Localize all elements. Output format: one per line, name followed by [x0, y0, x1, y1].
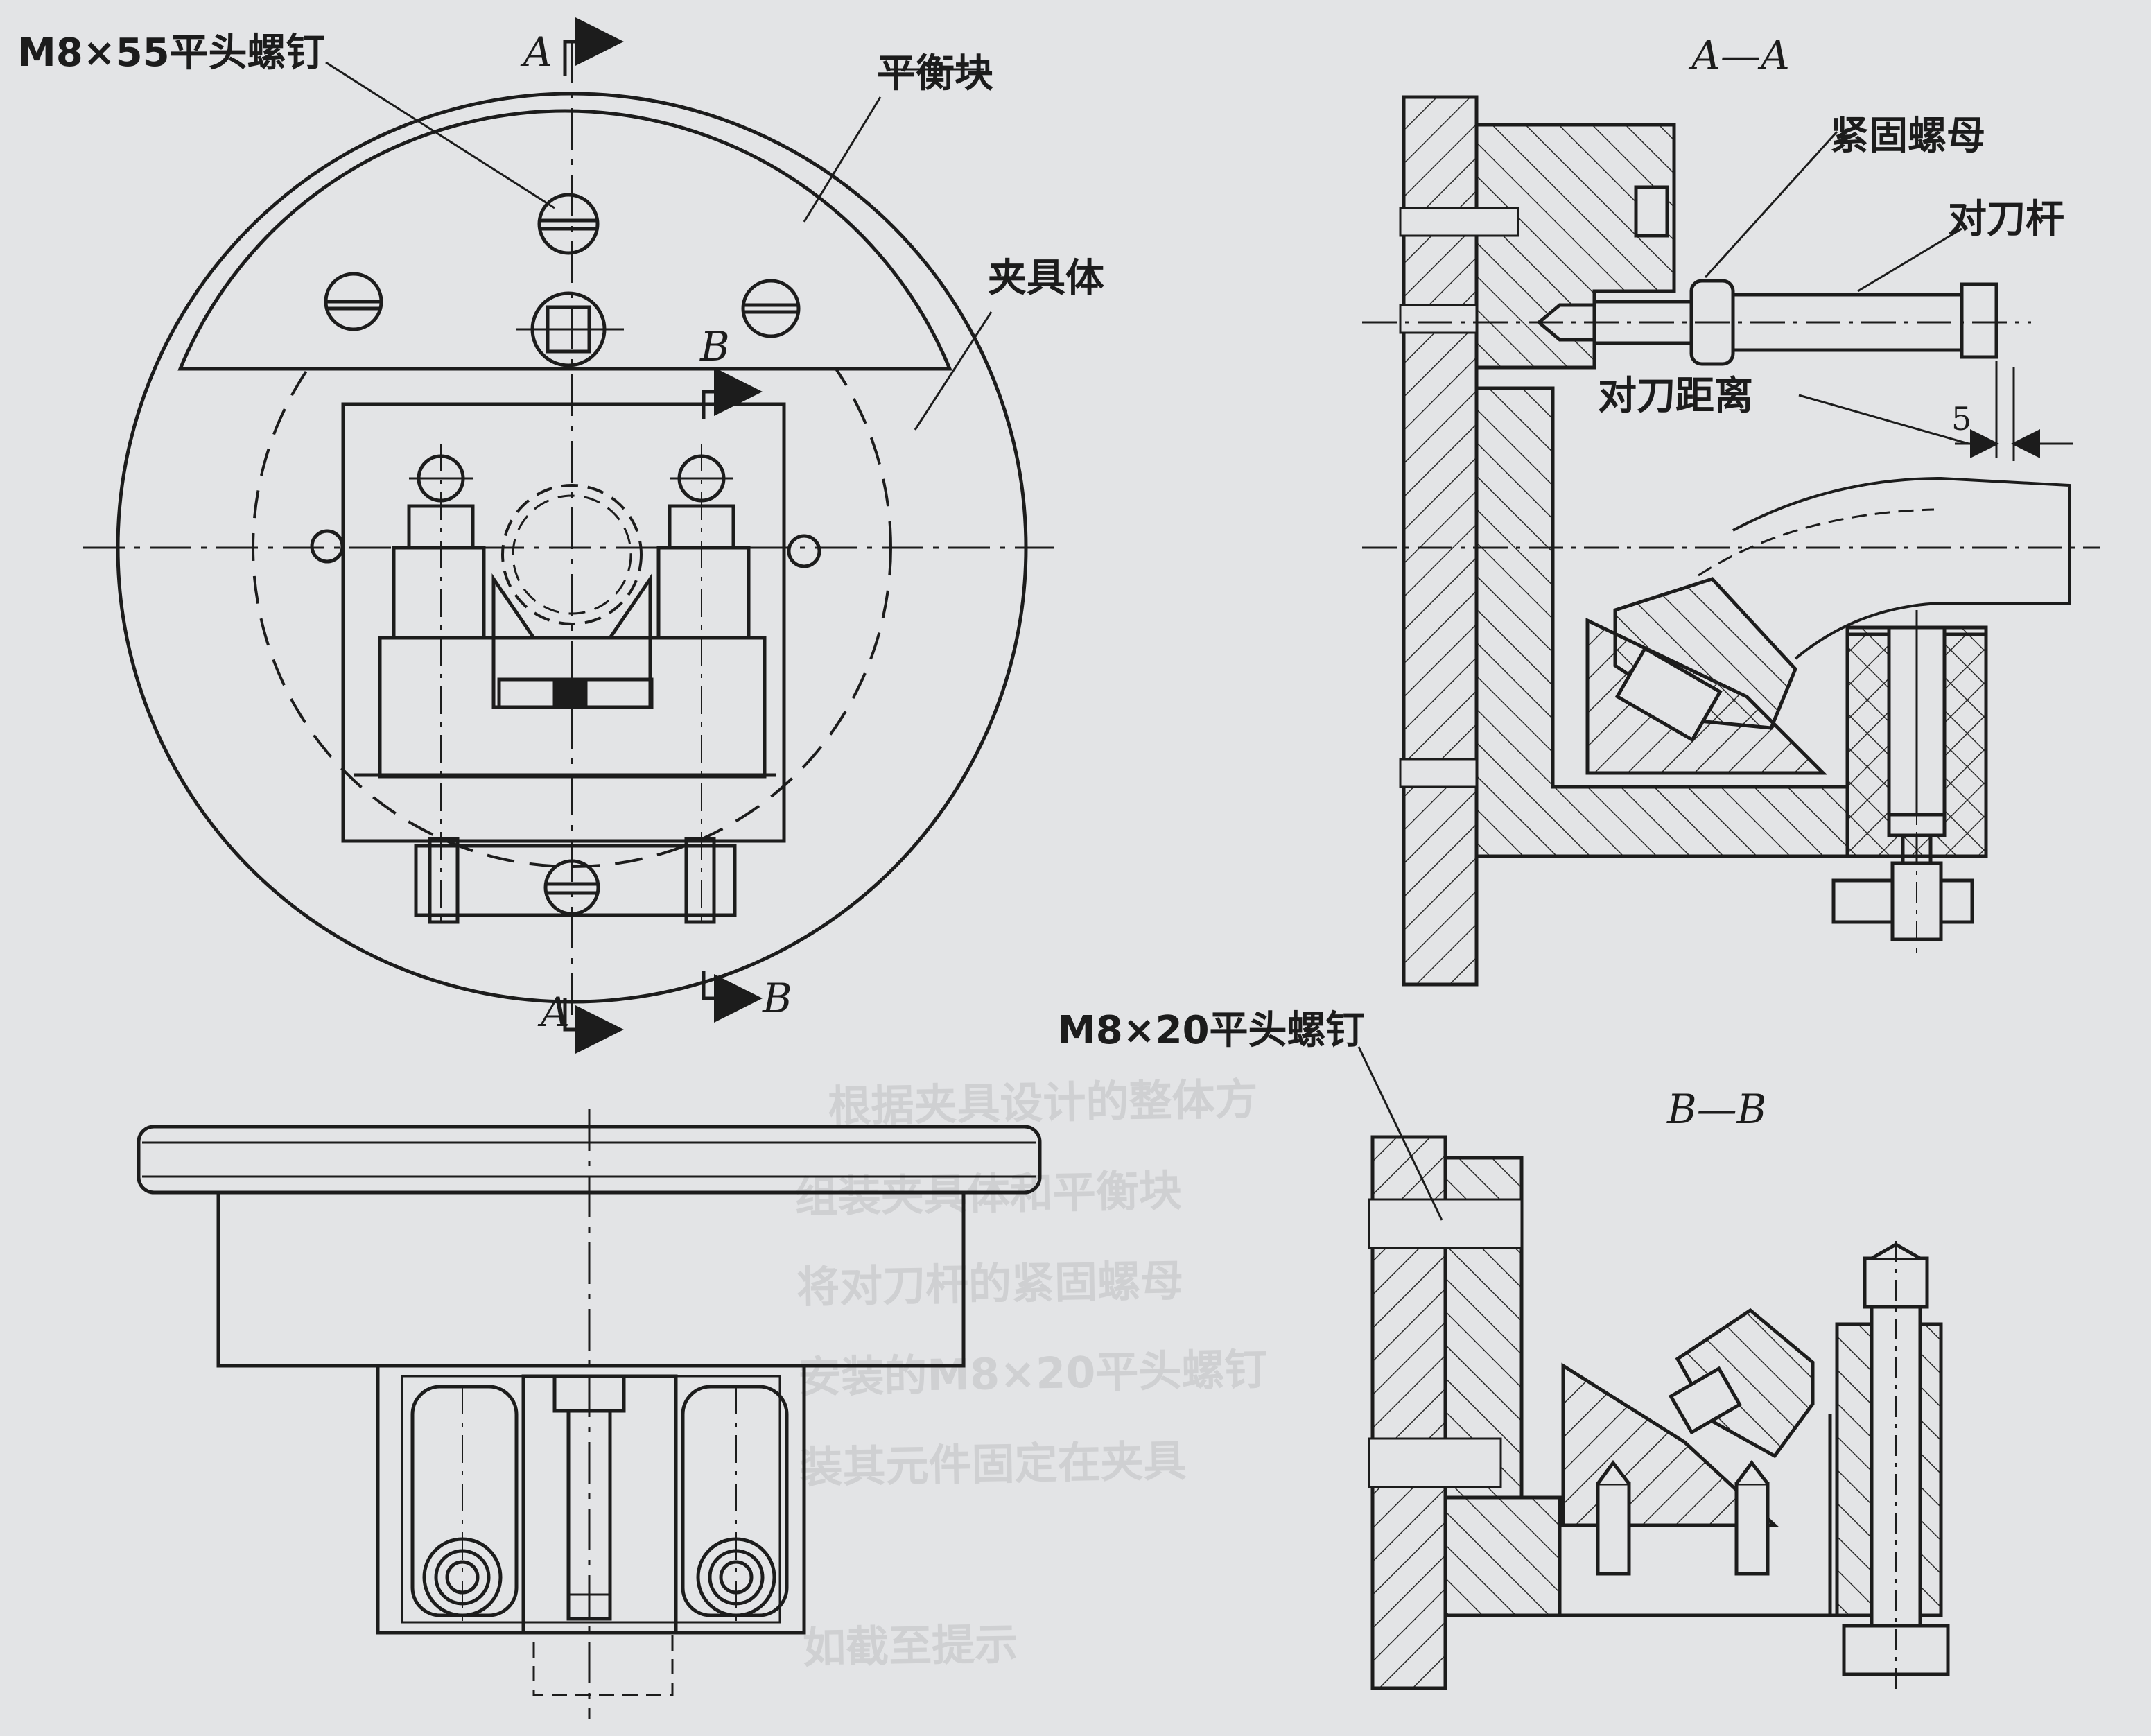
square-head-screw [516, 291, 624, 367]
bleed-line-4: 安装的M8×20平头螺钉 [798, 1344, 1268, 1403]
section-mark-a-bottom: A [537, 989, 570, 1036]
bleed-line-6: 如截至提示 [803, 1619, 1018, 1673]
locator-pin-left [310, 529, 345, 564]
aa-workpiece-tube [1732, 476, 2071, 660]
label-setting-distance: 对刀距离 [1598, 374, 1753, 419]
label-setting-bar: 对刀杆 [1948, 197, 2064, 242]
plan-view [137, 1109, 1042, 1719]
front-view [83, 17, 1054, 1054]
label-m8x55-screw: M8×55平头螺钉 [17, 31, 325, 76]
workpiece-phantom [501, 484, 643, 625]
section-mark-b-bottom: B [762, 975, 792, 1022]
section-aa-view [1362, 95, 2100, 987]
aa-balance-block [1474, 123, 1676, 370]
slot-screw-top [537, 193, 600, 255]
label-balance-block: 平衡块 [877, 51, 993, 96]
label-lock-nut: 紧固螺母 [1830, 114, 1985, 159]
slot-screw-left [324, 272, 383, 331]
bb-vertical-plate [1370, 1135, 1447, 1690]
bleed-line-3: 将对刀杆的紧固螺母 [796, 1256, 1183, 1313]
label-m8x20-screw: M8×20平头螺钉 [1057, 1008, 1365, 1053]
bleed-line-1: 根据夹具设计的整体方 [828, 1074, 1258, 1132]
section-mark-b-top: B [699, 323, 730, 370]
fixture-body-block [341, 402, 786, 843]
section-bb-view [1357, 1046, 1950, 1692]
bleed-through-text: 根据夹具设计的整体方 组装夹具体和平衡块 将对刀杆的紧固螺母 安装的M8×20平… [794, 1074, 1268, 1674]
bleed-line-5: 装其元件固定在夹具 [799, 1436, 1187, 1493]
section-title-aa: A—A [1688, 32, 1790, 79]
v-block [491, 573, 652, 709]
label-fixture-body: 夹具体 [988, 256, 1104, 301]
dimension-five: 5 [1951, 400, 1971, 437]
slot-screw-right [741, 279, 801, 338]
locator-pin-right [787, 534, 821, 568]
section-title-bb: B—B [1666, 1086, 1766, 1133]
section-mark-a-top: A [520, 28, 552, 76]
